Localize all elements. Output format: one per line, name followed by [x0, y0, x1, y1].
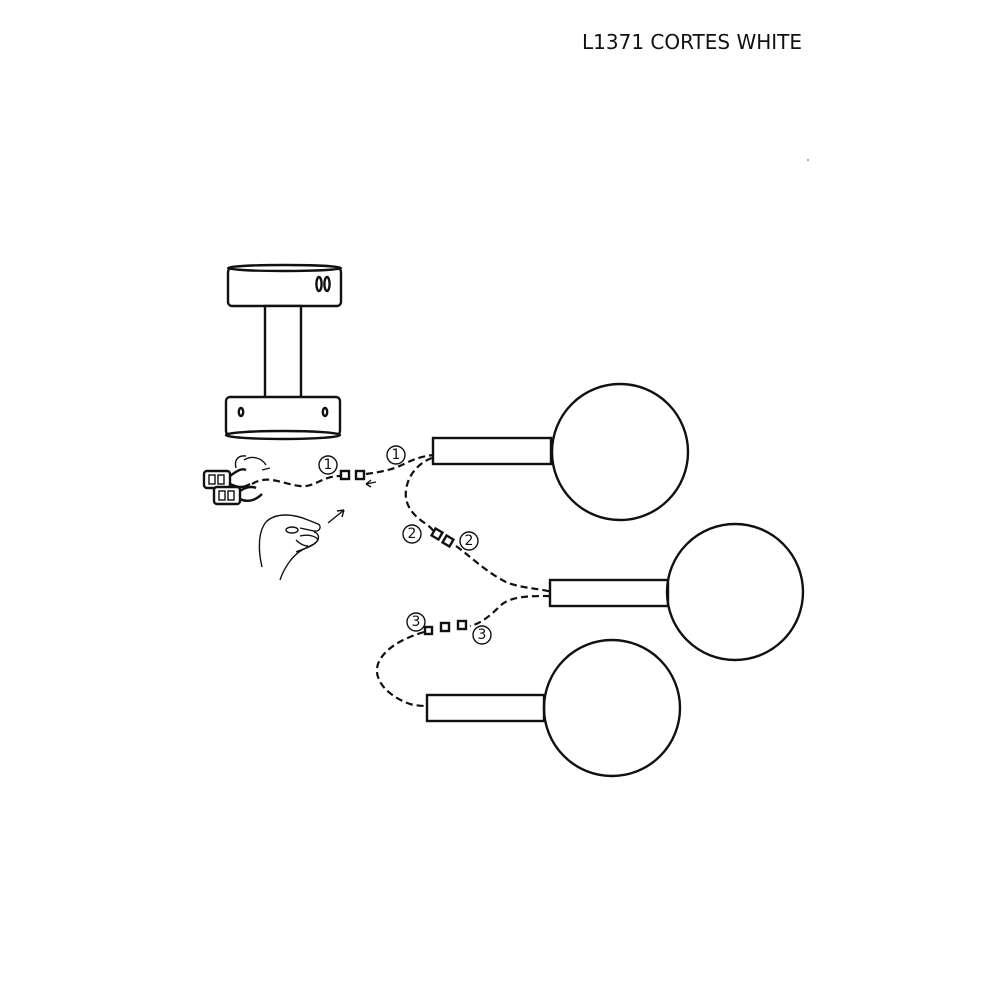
step-marker: 3 [472, 625, 492, 645]
step-marker: 1 [318, 455, 338, 475]
step-marker-label: 1 [324, 457, 333, 473]
round-lamp-head-icon [425, 638, 682, 778]
step-marker: 1 [386, 445, 406, 465]
hand-icon [258, 509, 345, 581]
lamp-1-to-2-cable [404, 456, 437, 535]
step-marker-label: 3 [412, 614, 421, 630]
step-marker-label: 3 [478, 627, 487, 643]
product-title: L1371 CORTES WHITE [582, 30, 803, 54]
lamp-2-to-3-cable [469, 594, 551, 628]
connector-pair-1 [339, 469, 377, 488]
power-cable [251, 474, 341, 488]
lamp-3-cable [375, 630, 429, 708]
step-marker-label: 2 [408, 526, 417, 542]
step-marker-label: 1 [392, 447, 401, 463]
step-marker: 2 [459, 531, 479, 551]
step-marker: 3 [406, 612, 426, 632]
step-marker: 2 [402, 524, 422, 544]
speck [807, 159, 809, 161]
connector-pair-2 [429, 526, 456, 549]
ceiling-canopy-icon [224, 263, 343, 441]
lamp-1-cable [365, 453, 435, 476]
round-lamp-head-icon [431, 382, 690, 522]
step-marker-label: 2 [465, 533, 474, 549]
terminal-connector-icon [202, 455, 271, 506]
round-lamp-head-icon [548, 522, 805, 662]
connector-pair-3 [423, 619, 468, 636]
lamp-2-cable [455, 545, 553, 594]
